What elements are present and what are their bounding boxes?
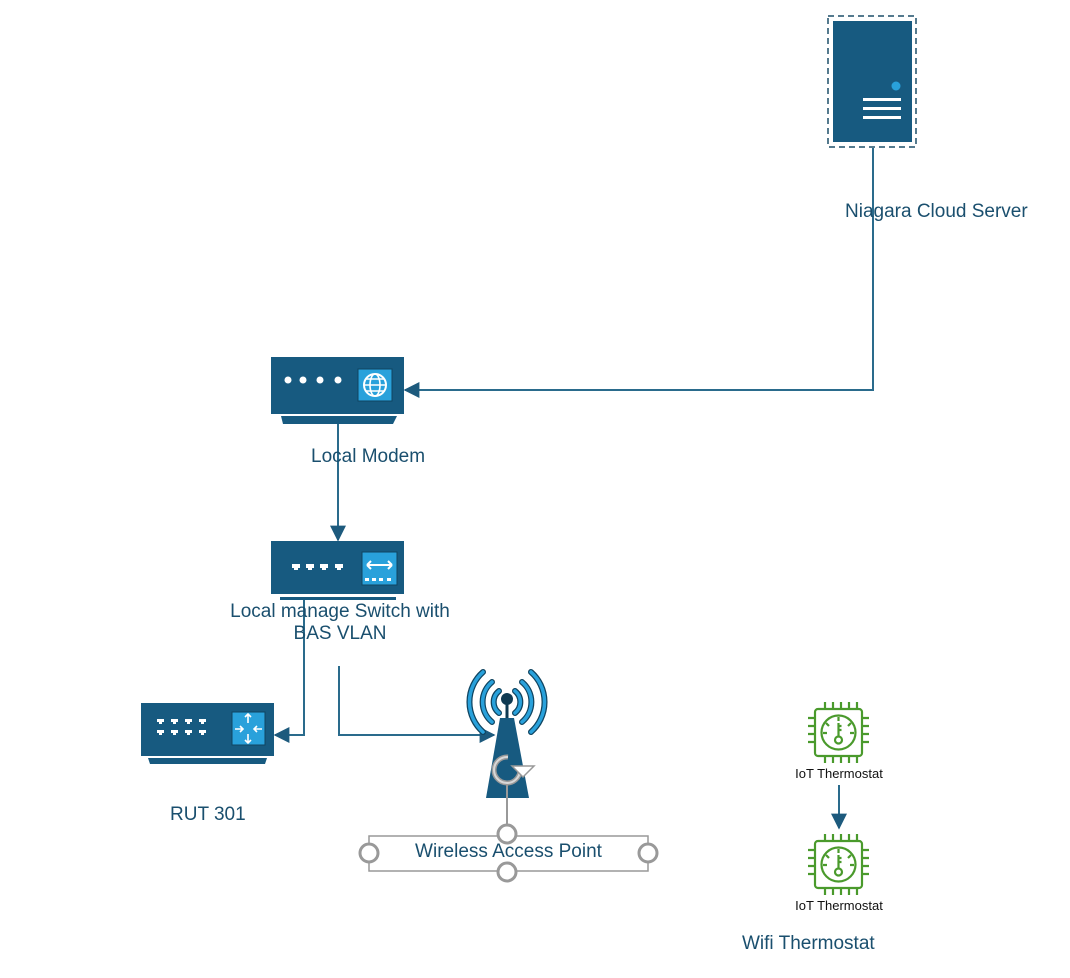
cloud-server-node[interactable] [827,15,917,148]
globe-icon [357,368,393,402]
connector-switch-to-router[interactable] [273,598,305,743]
cloud-server-label: Niagara Cloud Server [845,201,1028,222]
access-point-node[interactable] [358,669,659,883]
router-arrows-icon [231,711,266,746]
router-label: RUT 301 [170,804,246,825]
connector-server-to-modem[interactable] [403,148,874,398]
modem-node[interactable] [271,357,404,424]
thermostat-chip-icon [808,834,869,895]
resize-handle-bottom[interactable] [496,861,518,883]
connector-switch-to-access-point[interactable] [338,666,496,743]
modem-label: Local Modem [311,446,426,467]
thermostat-group-label: Wifi Thermostat [742,933,875,954]
router-node[interactable] [141,703,274,764]
rotate-handle-icon[interactable] [491,754,536,826]
switch-arrows-icon [361,551,398,586]
switch-node[interactable] [271,541,404,600]
resize-handle-left[interactable] [358,842,380,864]
selection-outline [827,15,917,148]
access-point-label[interactable]: Wireless Access Point [415,841,602,862]
thermostat-2-label: IoT Thermostat [795,898,883,913]
switch-label-line-1: Local manage Switch with [230,601,450,622]
thermostat-chip-icon [808,702,869,763]
resize-handle-top[interactable] [496,823,518,845]
switch-label: Local manage Switch with BAS VLAN [220,601,460,645]
switch-label-line-2: BAS VLAN [293,623,387,644]
text-selection-box[interactable] [358,823,659,883]
thermostat-1-label: IoT Thermostat [795,766,883,781]
thermostat-node-2[interactable] [808,834,869,895]
connectors [273,148,874,830]
server-icon [833,21,912,142]
resize-handle-right[interactable] [637,842,659,864]
thermostat-node-1[interactable] [808,702,869,763]
